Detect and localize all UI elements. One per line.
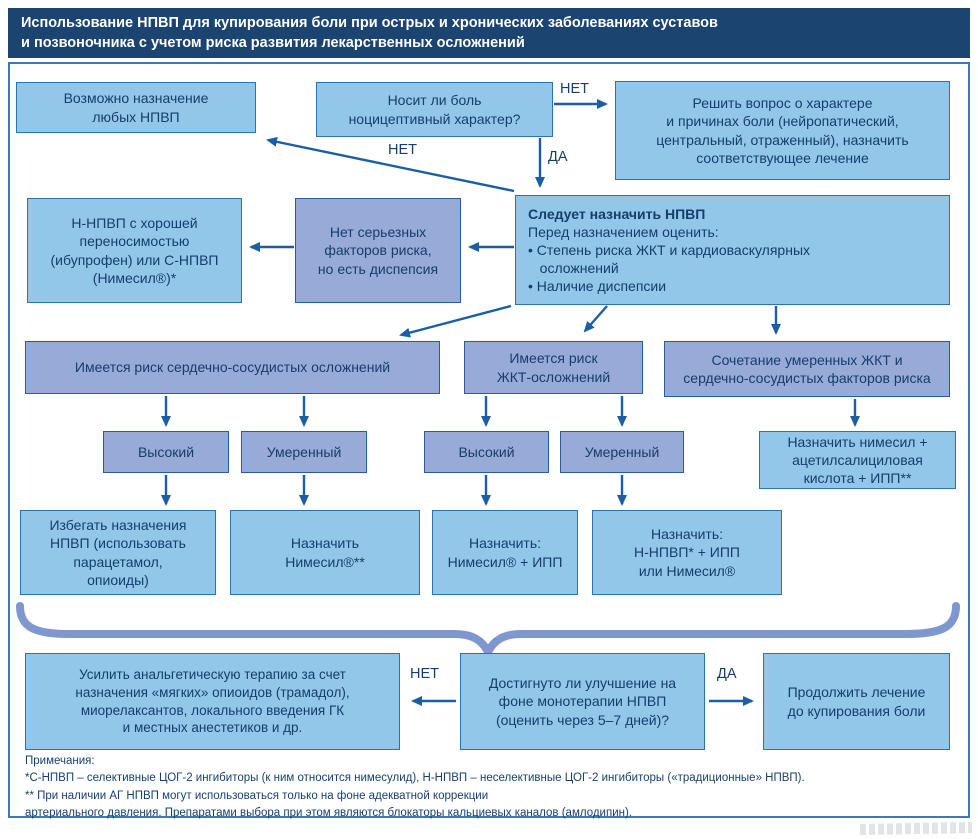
node-gi-moderate: Умеренный <box>560 431 684 473</box>
node-good-tolerance: Н-НПВП с хорошей переносимостью (ибупроф… <box>27 198 242 303</box>
node-prescribe-nsaid-title: Следует назначить НПВП <box>528 205 706 222</box>
node-cv-risk: Имеется риск сердечно-сосудистых осложне… <box>25 341 440 394</box>
node-any-nsaid: Возможно назначение любых НПВП <box>16 82 256 133</box>
node-prescribe-nsaid-body: Перед назначением оценить: • Степень рис… <box>528 223 811 295</box>
node-prescribe-nimesil: Назначить Нимесил®** <box>230 510 420 595</box>
footnote-line: артериального давления. Препаратами выбо… <box>25 806 632 819</box>
node-gi-risk: Имеется риск ЖКТ-осложнений <box>464 341 643 394</box>
node-cv-high: Высокий <box>103 431 229 473</box>
node-nimesil-ppi: Назначить: Нимесил® + ИПП <box>432 510 578 595</box>
edge-label-no-nociceptive: НЕТ <box>560 81 589 97</box>
node-avoid-nsaid: Избегать назначения НПВП (использовать п… <box>20 510 216 595</box>
node-nociceptive-question: Носит ли боль ноцицептивный характер? <box>316 82 553 137</box>
footnote-line: *С-НПВП – селективные ЦОГ-2 ингибиторы (… <box>25 772 805 785</box>
node-improvement-question: Достигнуто ли улучшение на фоне монотера… <box>460 653 705 750</box>
footnotes: Примечания: *С-НПВП – селективные ЦОГ-2 … <box>25 753 960 822</box>
page-title: Использование НПВП для купирования боли … <box>8 8 970 58</box>
node-nimesil-asa-ppi: Назначить нимесил + ацетилсалициловая ки… <box>759 431 956 489</box>
node-continue-treatment: Продолжить лечение до купирования боли <box>763 653 950 750</box>
edge-label-yes-improvement: ДА <box>717 666 737 682</box>
edge-label-no-risk-factors: НЕТ <box>388 142 417 158</box>
node-cv-moderate: Умеренный <box>241 431 367 473</box>
node-pain-nature: Решить вопрос о характере и причинах бол… <box>615 81 950 180</box>
node-intensify-therapy: Усилить анальгетическую терапию за счет … <box>25 653 400 750</box>
node-no-serious-risk: Нет серьезных факторов риска, но есть ди… <box>295 198 461 303</box>
node-prescribe-nsaid: Следует назначить НПВП Перед назначением… <box>515 195 950 305</box>
node-gi-high: Высокий <box>424 431 549 473</box>
footnotes-heading: Примечания: <box>25 755 95 767</box>
node-nnsaid-ppi: Назначить: Н-НПВП* + ИПП или Нимесил® <box>592 510 782 595</box>
node-combined-risk: Сочетание умеренных ЖКТ и сердечно-сосуд… <box>664 341 950 397</box>
edge-label-yes-nociceptive: ДА <box>548 149 568 165</box>
footnote-line: ** При наличии АГ НПВП могут использоват… <box>25 789 489 802</box>
edge-label-no-improvement: НЕТ <box>410 666 439 682</box>
watermark <box>859 822 973 835</box>
